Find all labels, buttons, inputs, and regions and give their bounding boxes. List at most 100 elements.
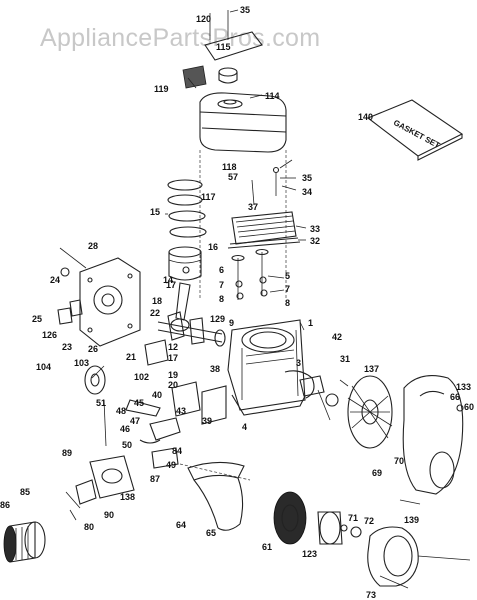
leader-lines (91, 9, 421, 505)
side-cover (57, 247, 141, 347)
callout-14: 14 (163, 275, 173, 285)
carburetor (65, 455, 135, 521)
callout-87: 87 (150, 474, 160, 484)
callout-24: 24 (50, 275, 60, 285)
callout-37: 37 (248, 202, 258, 212)
callout-18: 18 (152, 296, 162, 306)
piston (168, 246, 202, 281)
callout-57: 57 (228, 172, 238, 182)
callout-45: 45 (134, 398, 144, 408)
callout-72: 72 (364, 516, 374, 526)
crankshaft (144, 311, 226, 366)
governor-parts (84, 365, 227, 469)
blower-housing (402, 375, 464, 495)
callout-49: 49 (166, 460, 176, 470)
callout-102: 102 (134, 372, 149, 382)
callout-85: 85 (20, 487, 30, 497)
callout-117: 117 (201, 192, 216, 202)
callout-126: 126 (42, 330, 57, 340)
callout-90: 90 (104, 510, 114, 520)
callout-32: 32 (310, 236, 320, 246)
callout-39: 39 (202, 416, 212, 426)
callout-119: 119 (154, 84, 169, 94)
callout-47: 47 (130, 416, 140, 426)
callout-7-right: 7 (285, 284, 290, 294)
callout-34: 34 (302, 187, 312, 197)
callout-42: 42 (332, 332, 342, 342)
air-cleaner (3, 521, 46, 563)
callout-6: 6 (219, 265, 224, 275)
valves (231, 248, 269, 300)
fuel-tank-assembly (182, 10, 287, 300)
callout-51: 51 (96, 398, 106, 408)
callout-86: 86 (0, 500, 10, 510)
callout-22: 22 (150, 308, 160, 318)
callout-84: 84 (172, 446, 182, 456)
callout-140: 140 (358, 112, 373, 122)
callout-61: 61 (262, 542, 272, 552)
cylinder-baffle (179, 461, 251, 531)
callout-4: 4 (242, 422, 247, 432)
flywheel (325, 375, 393, 449)
callout-64: 64 (176, 520, 186, 530)
callout-43: 43 (176, 406, 186, 416)
callout-104: 104 (36, 362, 51, 372)
callout-21: 21 (126, 352, 136, 362)
callout-50: 50 (122, 440, 132, 450)
connecting-rod (170, 282, 191, 332)
cylinder-head (227, 166, 301, 249)
callout-31: 31 (340, 354, 350, 364)
callout-1: 1 (308, 318, 313, 328)
callout-115: 115 (216, 42, 231, 52)
callout-17-top: 17 (166, 280, 176, 290)
part-callouts: 120 35 119 115 114 140 118 57 117 35 34 … (0, 5, 474, 600)
callout-3: 3 (296, 358, 301, 368)
rewind-starter (367, 526, 471, 589)
callout-70: 70 (394, 456, 404, 466)
callout-137: 137 (364, 364, 379, 374)
watermark-text: AppliancePartsPros.com (40, 24, 320, 52)
gasket-set-label: GASKET SET (392, 118, 441, 150)
callout-19: 19 (168, 370, 178, 380)
callout-129: 129 (210, 314, 225, 324)
callout-69: 69 (372, 468, 382, 478)
callout-133: 133 (456, 382, 471, 392)
callout-123: 123 (302, 549, 317, 559)
piston-rings (167, 179, 207, 238)
callout-48: 48 (116, 406, 126, 416)
callout-65: 65 (206, 528, 216, 538)
callout-103: 103 (74, 358, 89, 368)
starter-cup (317, 511, 362, 545)
callout-35-top: 35 (240, 5, 250, 15)
engine-block (227, 319, 315, 416)
callout-17-mid: 17 (168, 353, 178, 363)
callout-71: 71 (348, 513, 358, 523)
callout-139: 139 (404, 515, 419, 525)
callout-120: 120 (196, 14, 211, 24)
callout-38: 38 (210, 364, 220, 374)
callout-8-right: 8 (285, 298, 290, 308)
callout-12: 12 (168, 342, 178, 352)
callout-40: 40 (152, 390, 162, 400)
callout-35-mid: 35 (302, 173, 312, 183)
callout-5: 5 (285, 271, 290, 281)
callout-26: 26 (88, 344, 98, 354)
gasket-set-package: GASKET SET (366, 99, 464, 161)
callout-46: 46 (120, 424, 130, 434)
callout-73: 73 (366, 590, 376, 600)
callout-28: 28 (88, 241, 98, 251)
callout-8-left: 8 (219, 294, 224, 304)
callout-80: 80 (84, 522, 94, 532)
rotating-screen (273, 491, 307, 545)
callout-25: 25 (32, 314, 42, 324)
callout-89: 89 (62, 448, 72, 458)
muffler-parts (299, 375, 349, 421)
callout-16: 16 (208, 242, 218, 252)
callout-66: 66 (450, 392, 460, 402)
callout-33: 33 (310, 224, 320, 234)
callout-9: 9 (229, 318, 234, 328)
callout-138: 138 (120, 492, 135, 502)
callout-118: 118 (222, 162, 237, 172)
callout-20: 20 (168, 380, 178, 390)
